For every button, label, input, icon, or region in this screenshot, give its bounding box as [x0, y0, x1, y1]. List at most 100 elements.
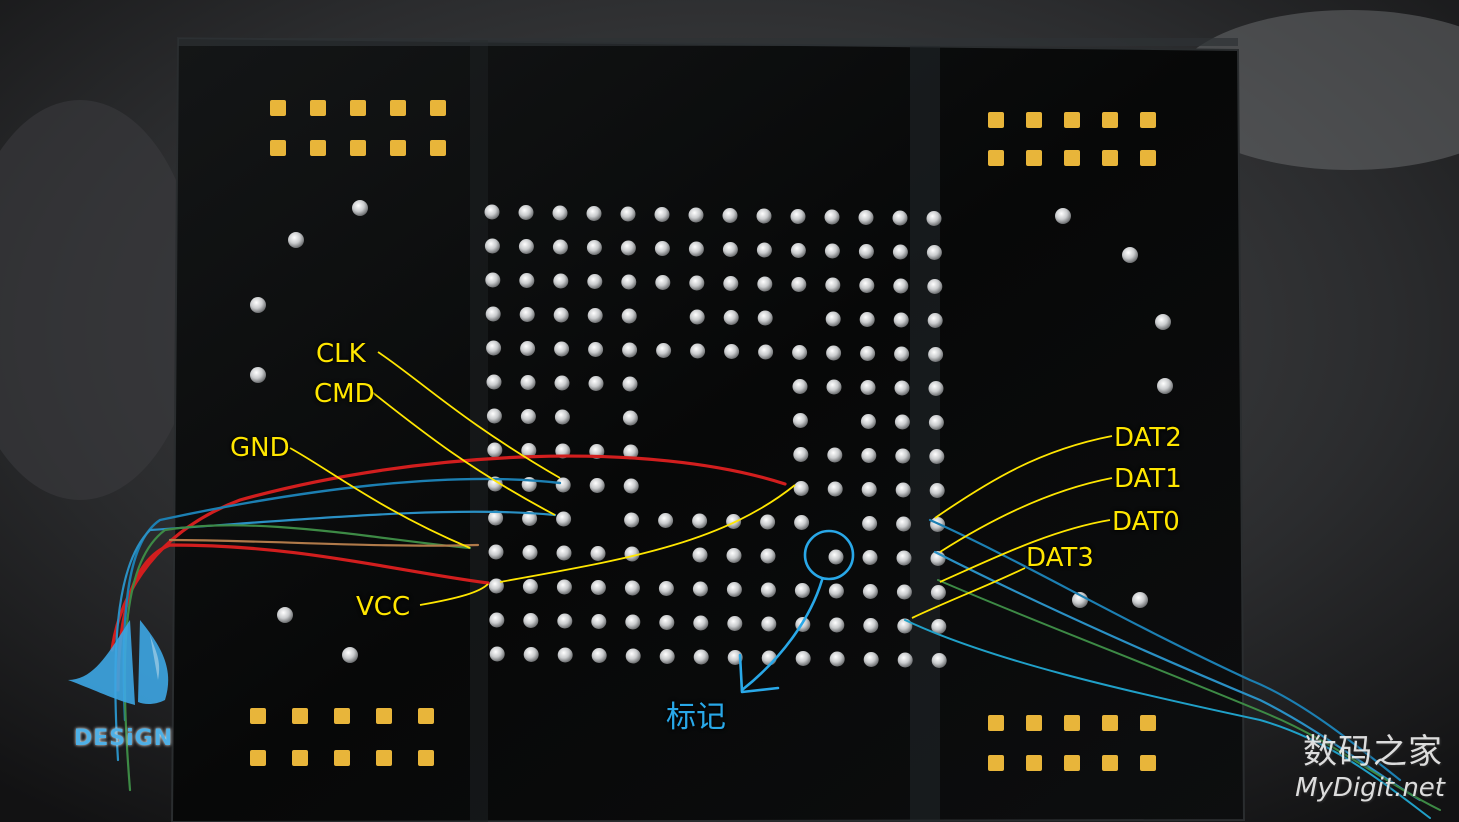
- solder-ball: [523, 647, 539, 662]
- solder-ball: [620, 206, 636, 222]
- solder-ball: [726, 582, 742, 597]
- solder-ball: [862, 550, 878, 565]
- solder-ball: [794, 515, 810, 530]
- solder-ball: [894, 414, 910, 430]
- solder-ball: [621, 308, 637, 324]
- solder-ball: [826, 345, 842, 361]
- solder-ball: [928, 381, 944, 396]
- gold-pad: [1140, 150, 1156, 166]
- gold-pad: [350, 140, 366, 156]
- wire-blue: [904, 619, 1431, 819]
- solder-ball: [858, 244, 874, 259]
- solder-ball: [587, 274, 603, 289]
- solder-ball: [621, 274, 637, 290]
- solder-ball: [726, 548, 742, 563]
- label-mark: 标记: [666, 700, 726, 735]
- solder-ball: [590, 580, 606, 595]
- gold-pad: [334, 708, 350, 724]
- mark-arrow-head: [738, 653, 780, 694]
- gold-pad: [270, 100, 286, 116]
- solder-ball: [792, 413, 808, 428]
- gold-pad: [334, 750, 350, 766]
- solder-ball: [622, 376, 638, 392]
- via: [1132, 592, 1148, 608]
- label-dat2: DAT2: [1114, 423, 1182, 453]
- solder-ball: [828, 549, 844, 565]
- solder-ball: [591, 648, 607, 663]
- pointer-clk: [377, 351, 561, 479]
- gold-pad: [988, 112, 1004, 128]
- gold-pad: [390, 100, 406, 116]
- gold-pad: [1140, 112, 1156, 128]
- solder-ball: [487, 442, 503, 458]
- solder-ball: [896, 516, 912, 532]
- solder-ball: [554, 375, 570, 391]
- solder-ball: [897, 652, 913, 668]
- gold-pad: [376, 750, 392, 766]
- solder-ball: [926, 211, 942, 226]
- wire-blue: [122, 477, 562, 722]
- solder-ball: [760, 582, 776, 598]
- solder-ball: [692, 581, 708, 597]
- solder-ball: [760, 548, 776, 564]
- solder-ball: [488, 578, 504, 594]
- solder-ball: [620, 240, 636, 256]
- solder-ball: [858, 210, 874, 225]
- solder-ball: [794, 583, 810, 598]
- solder-ball: [931, 653, 947, 668]
- solder-ball: [519, 273, 535, 288]
- solder-ball: [488, 544, 504, 560]
- gold-pad: [988, 150, 1004, 166]
- pointer-dat3: [911, 567, 1026, 619]
- solder-ball: [824, 209, 840, 225]
- solder-ball: [793, 481, 809, 496]
- via: [277, 607, 293, 623]
- pin-pointers: [289, 351, 1113, 619]
- gold-pad: [1026, 715, 1042, 731]
- gold-pad: [310, 100, 326, 116]
- solder-ball: [892, 244, 908, 260]
- solder-ball: [722, 208, 738, 223]
- gold-pad: [270, 140, 286, 156]
- solder-ball: [827, 447, 843, 463]
- solder-ball: [757, 310, 773, 326]
- solder-ball: [892, 210, 908, 226]
- solder-ball: [724, 344, 740, 359]
- gold-pad: [1026, 112, 1042, 128]
- solder-ball: [520, 341, 536, 356]
- via: [250, 297, 266, 313]
- solder-ball: [861, 448, 877, 463]
- solder-ball: [793, 447, 809, 462]
- mark-arrow-line: [740, 578, 824, 692]
- solder-ball: [518, 205, 534, 220]
- bga-solder-balls: [484, 204, 947, 668]
- solder-ball: [893, 278, 909, 294]
- pointer-dat0: [939, 519, 1111, 583]
- label-cmd: CMD: [314, 379, 375, 409]
- wire-red: [110, 454, 787, 652]
- solder-ball: [625, 648, 641, 664]
- solder-ball: [693, 649, 709, 665]
- gold-pad: [292, 750, 308, 766]
- solder-ball: [931, 619, 947, 634]
- wire-blue: [928, 518, 1402, 782]
- solder-ball: [486, 408, 502, 424]
- solder-ball: [827, 481, 843, 497]
- pointer-vcc: [419, 583, 489, 606]
- solder-ball: [693, 615, 709, 631]
- gold-pad: [1140, 755, 1156, 771]
- solder-ball: [859, 312, 875, 327]
- background-highlight: [0, 100, 200, 500]
- logo-text: DESiGN: [74, 726, 174, 751]
- solder-ball: [727, 616, 743, 631]
- gold-pad: [988, 755, 1004, 771]
- solder-ball: [624, 512, 640, 528]
- label-clk: CLK: [316, 339, 366, 369]
- solder-ball: [523, 613, 539, 628]
- gold-pad: [1064, 755, 1080, 771]
- solder-ball: [623, 478, 639, 494]
- solder-ball: [926, 245, 942, 260]
- gold-pad: [1064, 112, 1080, 128]
- gold-pad: [1140, 715, 1156, 731]
- wire-brown: [168, 538, 480, 547]
